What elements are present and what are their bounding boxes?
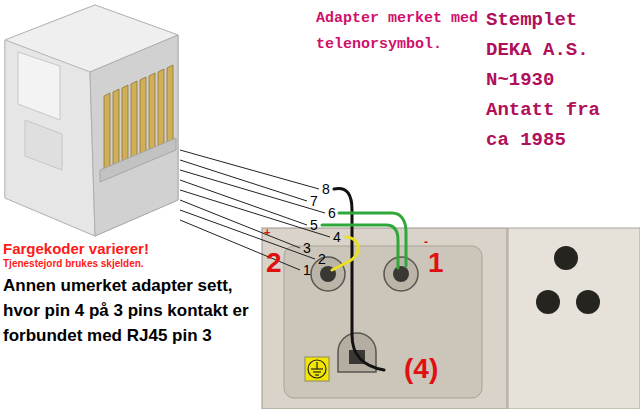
adapter-photo: [262, 228, 640, 409]
leader-line: [180, 210, 315, 259]
stamp-note: Stemplet DEKA A.S. N~1930 Antatt fra ca …: [486, 5, 626, 155]
leader-lines: [180, 150, 330, 270]
pin-number: 6: [328, 206, 336, 220]
pin-number: 5: [310, 218, 318, 232]
pin-number: 8: [322, 182, 330, 196]
heading-text: Adapter merket med telenorsymbol.: [316, 6, 488, 58]
leader-line: [180, 180, 307, 225]
terminal-number: (4): [404, 354, 438, 384]
leader-line: [180, 220, 300, 270]
wires: [322, 188, 406, 370]
rj45-plug: [5, 5, 178, 236]
green-wire: [322, 225, 398, 268]
small-note: Tjenestejord brukes skjelden.: [3, 258, 144, 270]
leader-line: [180, 170, 325, 213]
leader-line: [180, 160, 307, 201]
pin-number: 3: [303, 241, 311, 255]
pin-number: 7: [310, 194, 318, 208]
black-wire: [334, 188, 384, 370]
polarity-mark: -: [424, 236, 428, 248]
terminal-number: 2: [266, 248, 282, 278]
pin-number: 2: [318, 252, 326, 266]
green-wire: [339, 213, 406, 266]
leader-line: [180, 150, 319, 189]
ground-symbol: [305, 357, 329, 381]
polarity-mark: +: [264, 227, 270, 238]
pin-number: 4: [333, 230, 341, 244]
leader-line: [180, 200, 300, 248]
pin-number: 1: [303, 263, 311, 277]
terminal-number: 1: [428, 248, 444, 278]
warning-note: Fargekoder varierer!: [3, 240, 149, 257]
body-note: Annen umerket adapter sett, hvor pin 4 p…: [3, 273, 258, 348]
